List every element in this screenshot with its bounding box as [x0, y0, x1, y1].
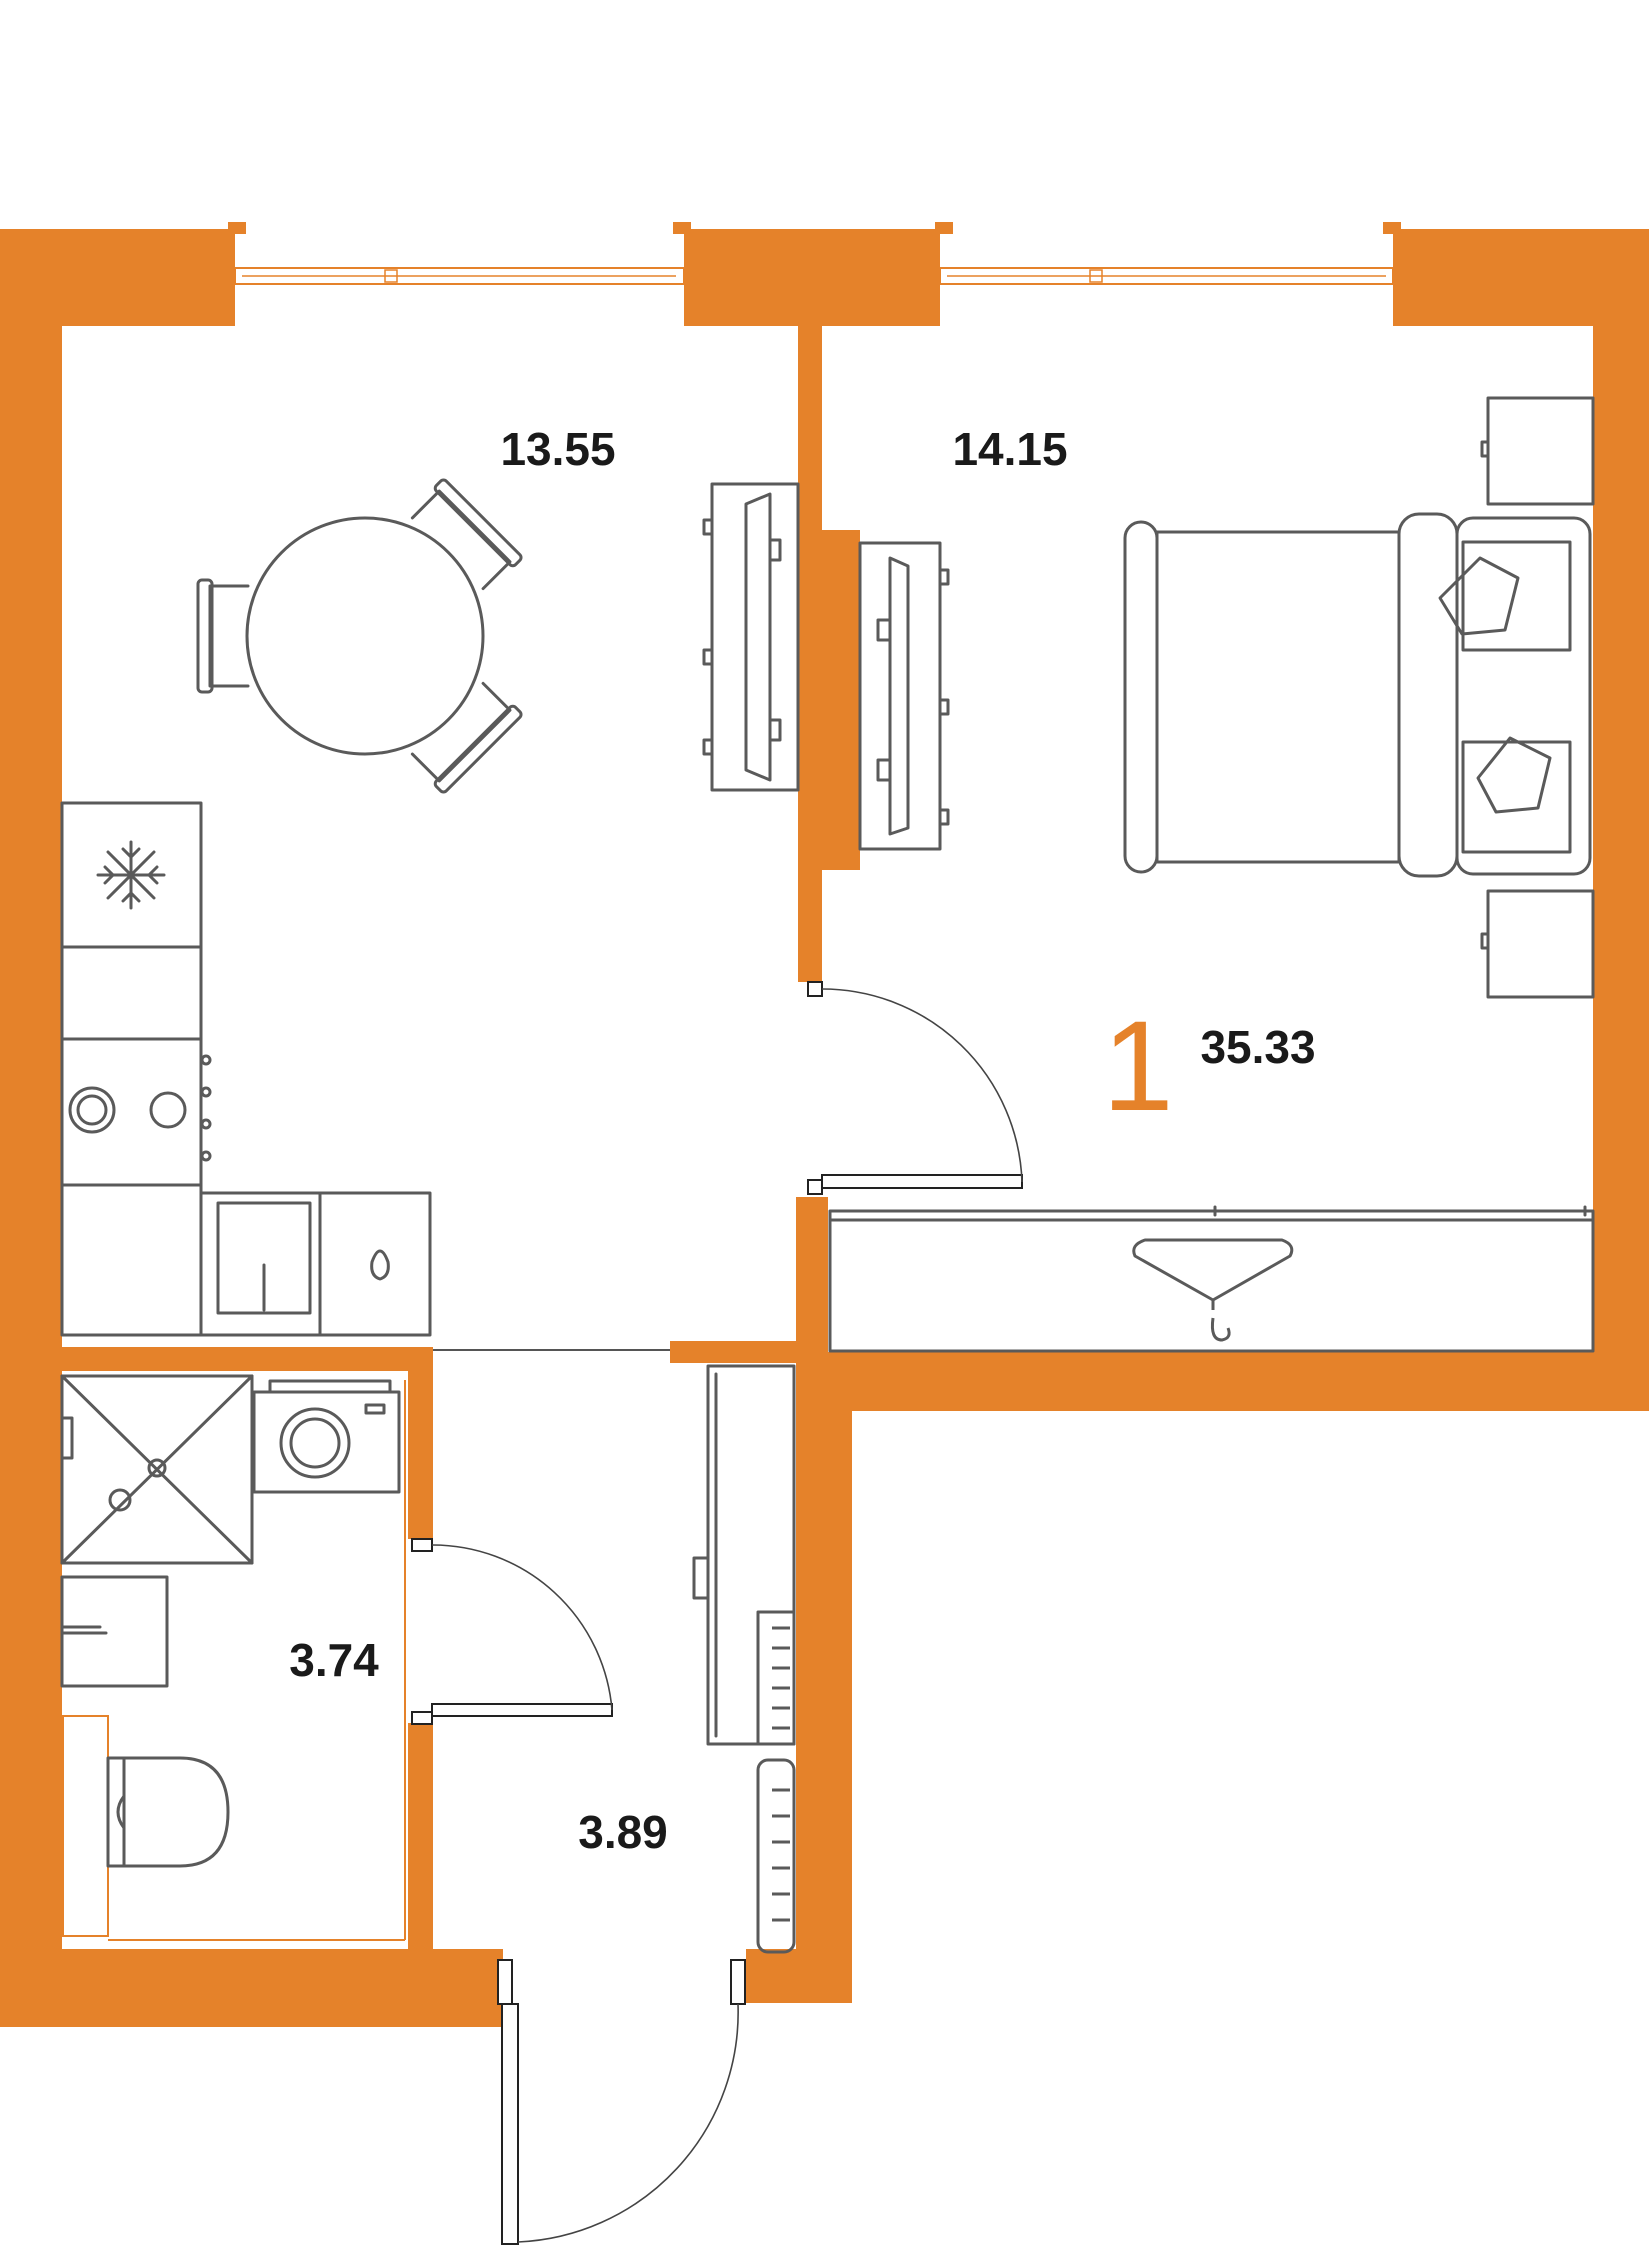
dining-chair: [410, 478, 523, 591]
window-left: [234, 267, 685, 285]
drop-icon: [370, 1249, 390, 1281]
dining-set: [196, 478, 523, 794]
shower-tray: [60, 1374, 254, 1565]
bedroom-area-label: 14.15: [952, 423, 1067, 475]
hallway-area-label: 3.89: [578, 1806, 668, 1858]
bathroom-door: [411, 1538, 613, 1725]
shoe-rack: [756, 1758, 796, 1954]
hanger-icon: [1132, 1238, 1294, 1342]
bathroom-sink: [60, 1575, 169, 1688]
room-count-label: 1: [1102, 995, 1173, 1138]
total-area-label: 35.33: [1200, 1021, 1315, 1073]
walls: [0, 222, 1649, 2027]
toilet: [60, 1380, 406, 1941]
kitchen-counter: [60, 801, 432, 1337]
bedroom-door: [807, 981, 1023, 1195]
washing-machine: [252, 1379, 401, 1494]
kitchen-area-label: 13.55: [500, 423, 615, 475]
entrance-door: [497, 1959, 746, 2245]
nightstand-bottom: [1480, 889, 1595, 999]
nightstand-top: [1480, 396, 1595, 506]
window-right: [939, 267, 1394, 285]
tv-unit-bedroom: [858, 541, 950, 851]
double-bed: [1123, 512, 1592, 878]
hall-closet: [692, 1364, 796, 1746]
bathroom-area-label: 3.74: [289, 1634, 379, 1686]
snowflake-icon: [96, 840, 166, 910]
tv-unit-kitchen: [702, 482, 800, 792]
bedroom-wardrobe: [828, 1205, 1595, 1353]
dining-chair: [410, 681, 523, 794]
dining-chair: [196, 578, 250, 694]
